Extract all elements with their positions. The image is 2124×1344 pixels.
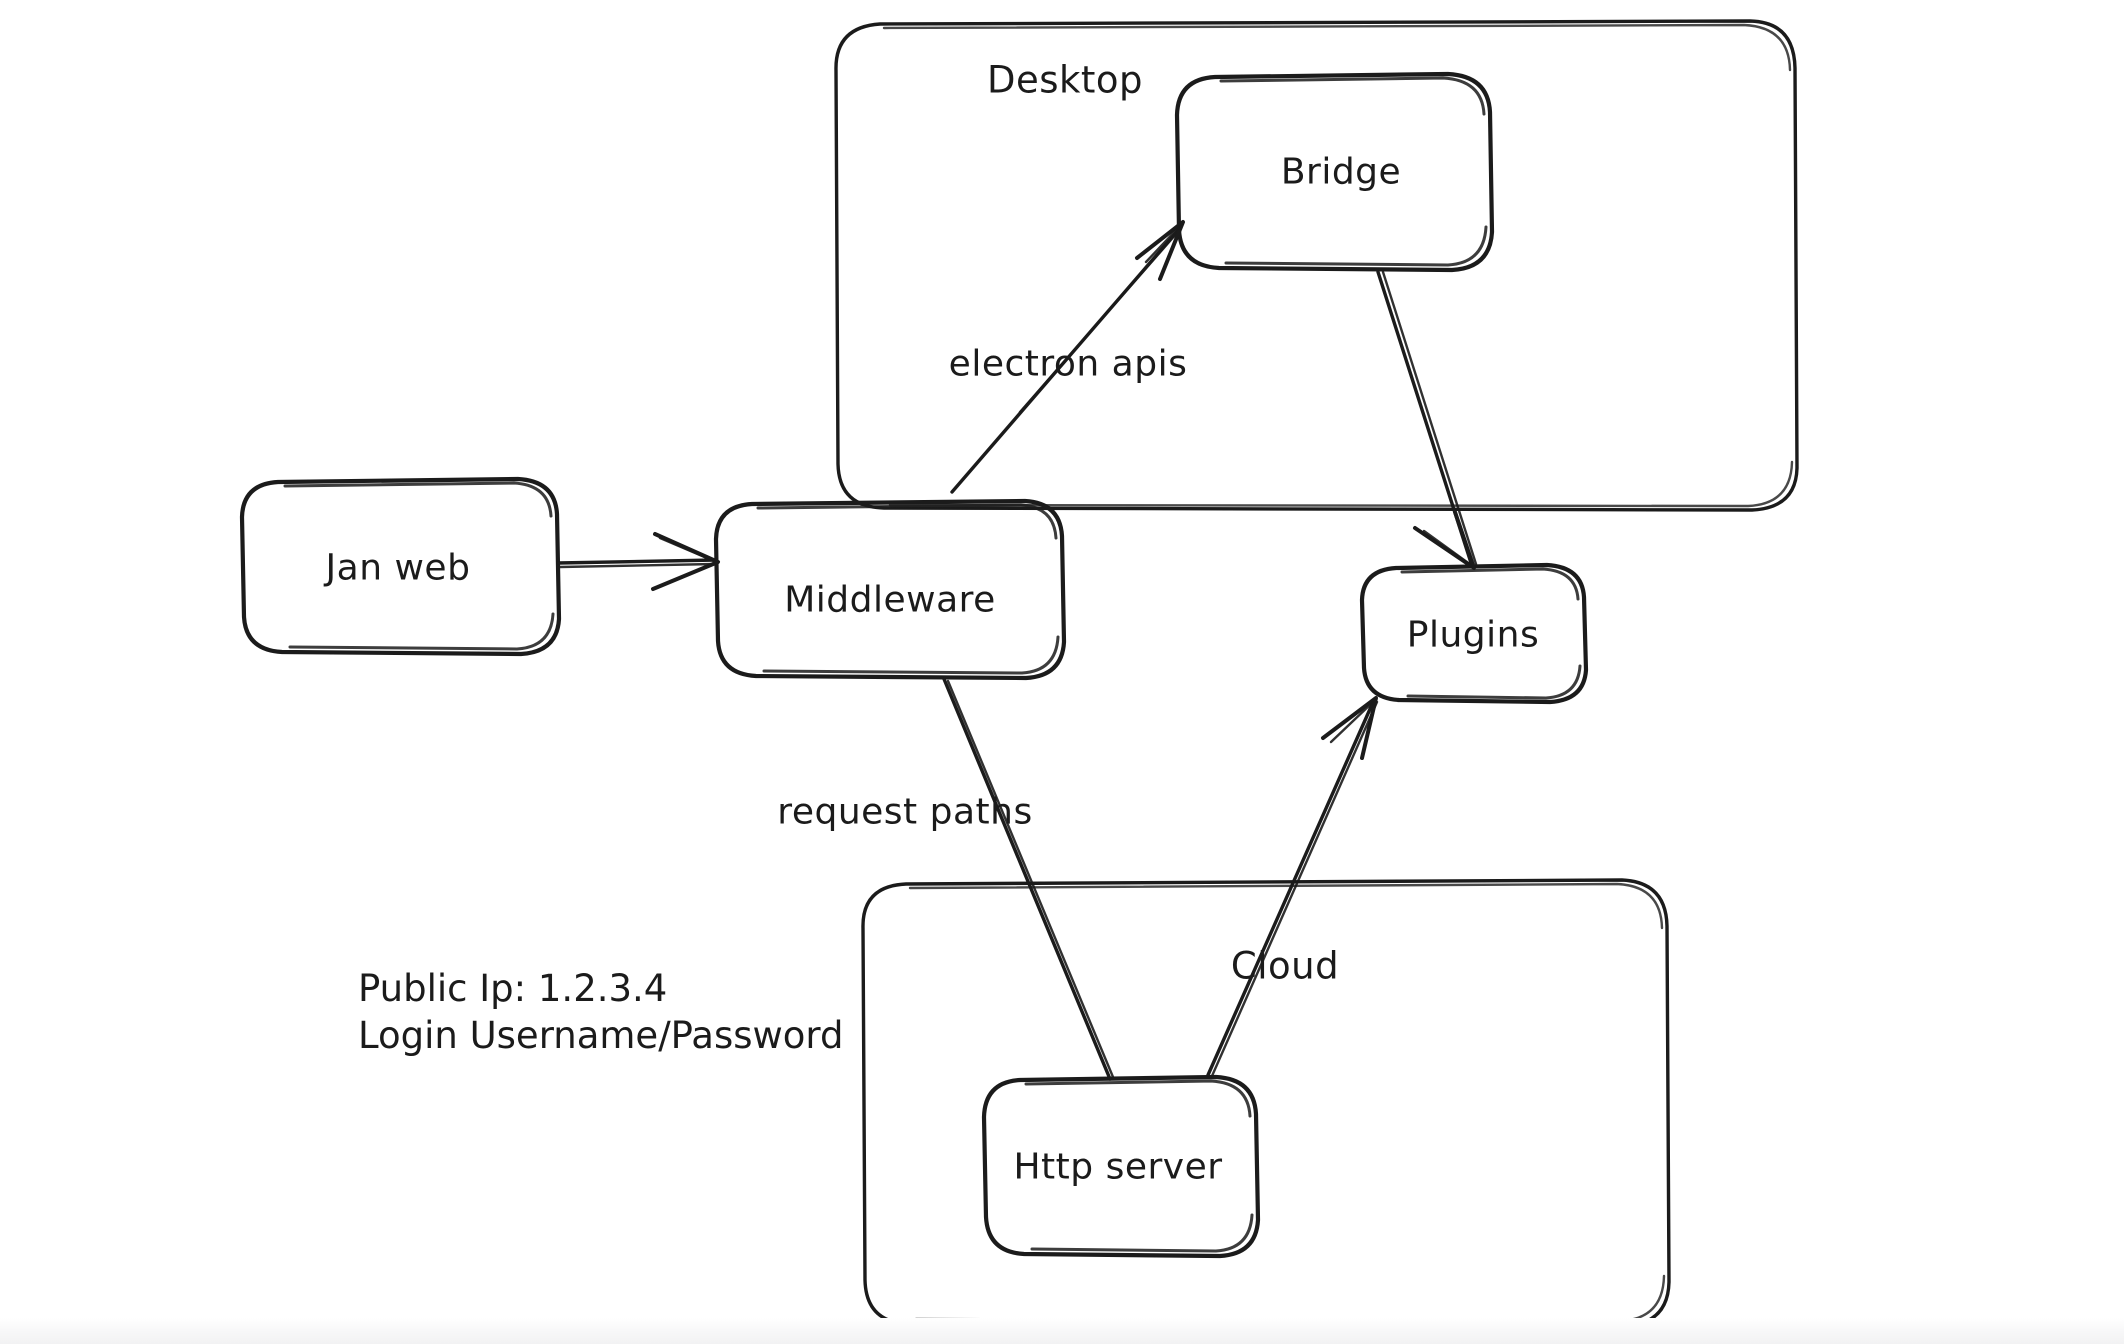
container-desktop[interactable]	[834, 19, 1799, 512]
edge-middleware-to-http	[942, 677, 1115, 1081]
edge-middleware-to-bridge	[950, 220, 1185, 494]
node-http-server[interactable]	[981, 1074, 1261, 1259]
cloud-access-note: Public Ip: 1.2.3.4 Login Username/Passwo…	[358, 965, 843, 1060]
edge-bridge-to-plugins	[1376, 270, 1478, 570]
node-jan-web[interactable]	[239, 476, 562, 657]
arrowhead-icon	[651, 532, 720, 591]
note-line-login: Login Username/Password	[358, 1014, 844, 1058]
arrowhead-icon	[1321, 696, 1378, 760]
note-line-public-ip: Public Ip: 1.2.3.4	[358, 967, 668, 1010]
node-middleware[interactable]	[713, 498, 1067, 681]
edge-janweb-to-middleware	[556, 532, 720, 591]
edge-http-to-plugins	[1206, 696, 1379, 1078]
arrowhead-icon	[1135, 220, 1185, 281]
bottom-edge-band	[0, 1318, 2124, 1344]
arrowhead-icon	[1413, 510, 1476, 570]
node-plugins[interactable]	[1359, 562, 1589, 705]
node-bridge[interactable]	[1174, 71, 1495, 273]
